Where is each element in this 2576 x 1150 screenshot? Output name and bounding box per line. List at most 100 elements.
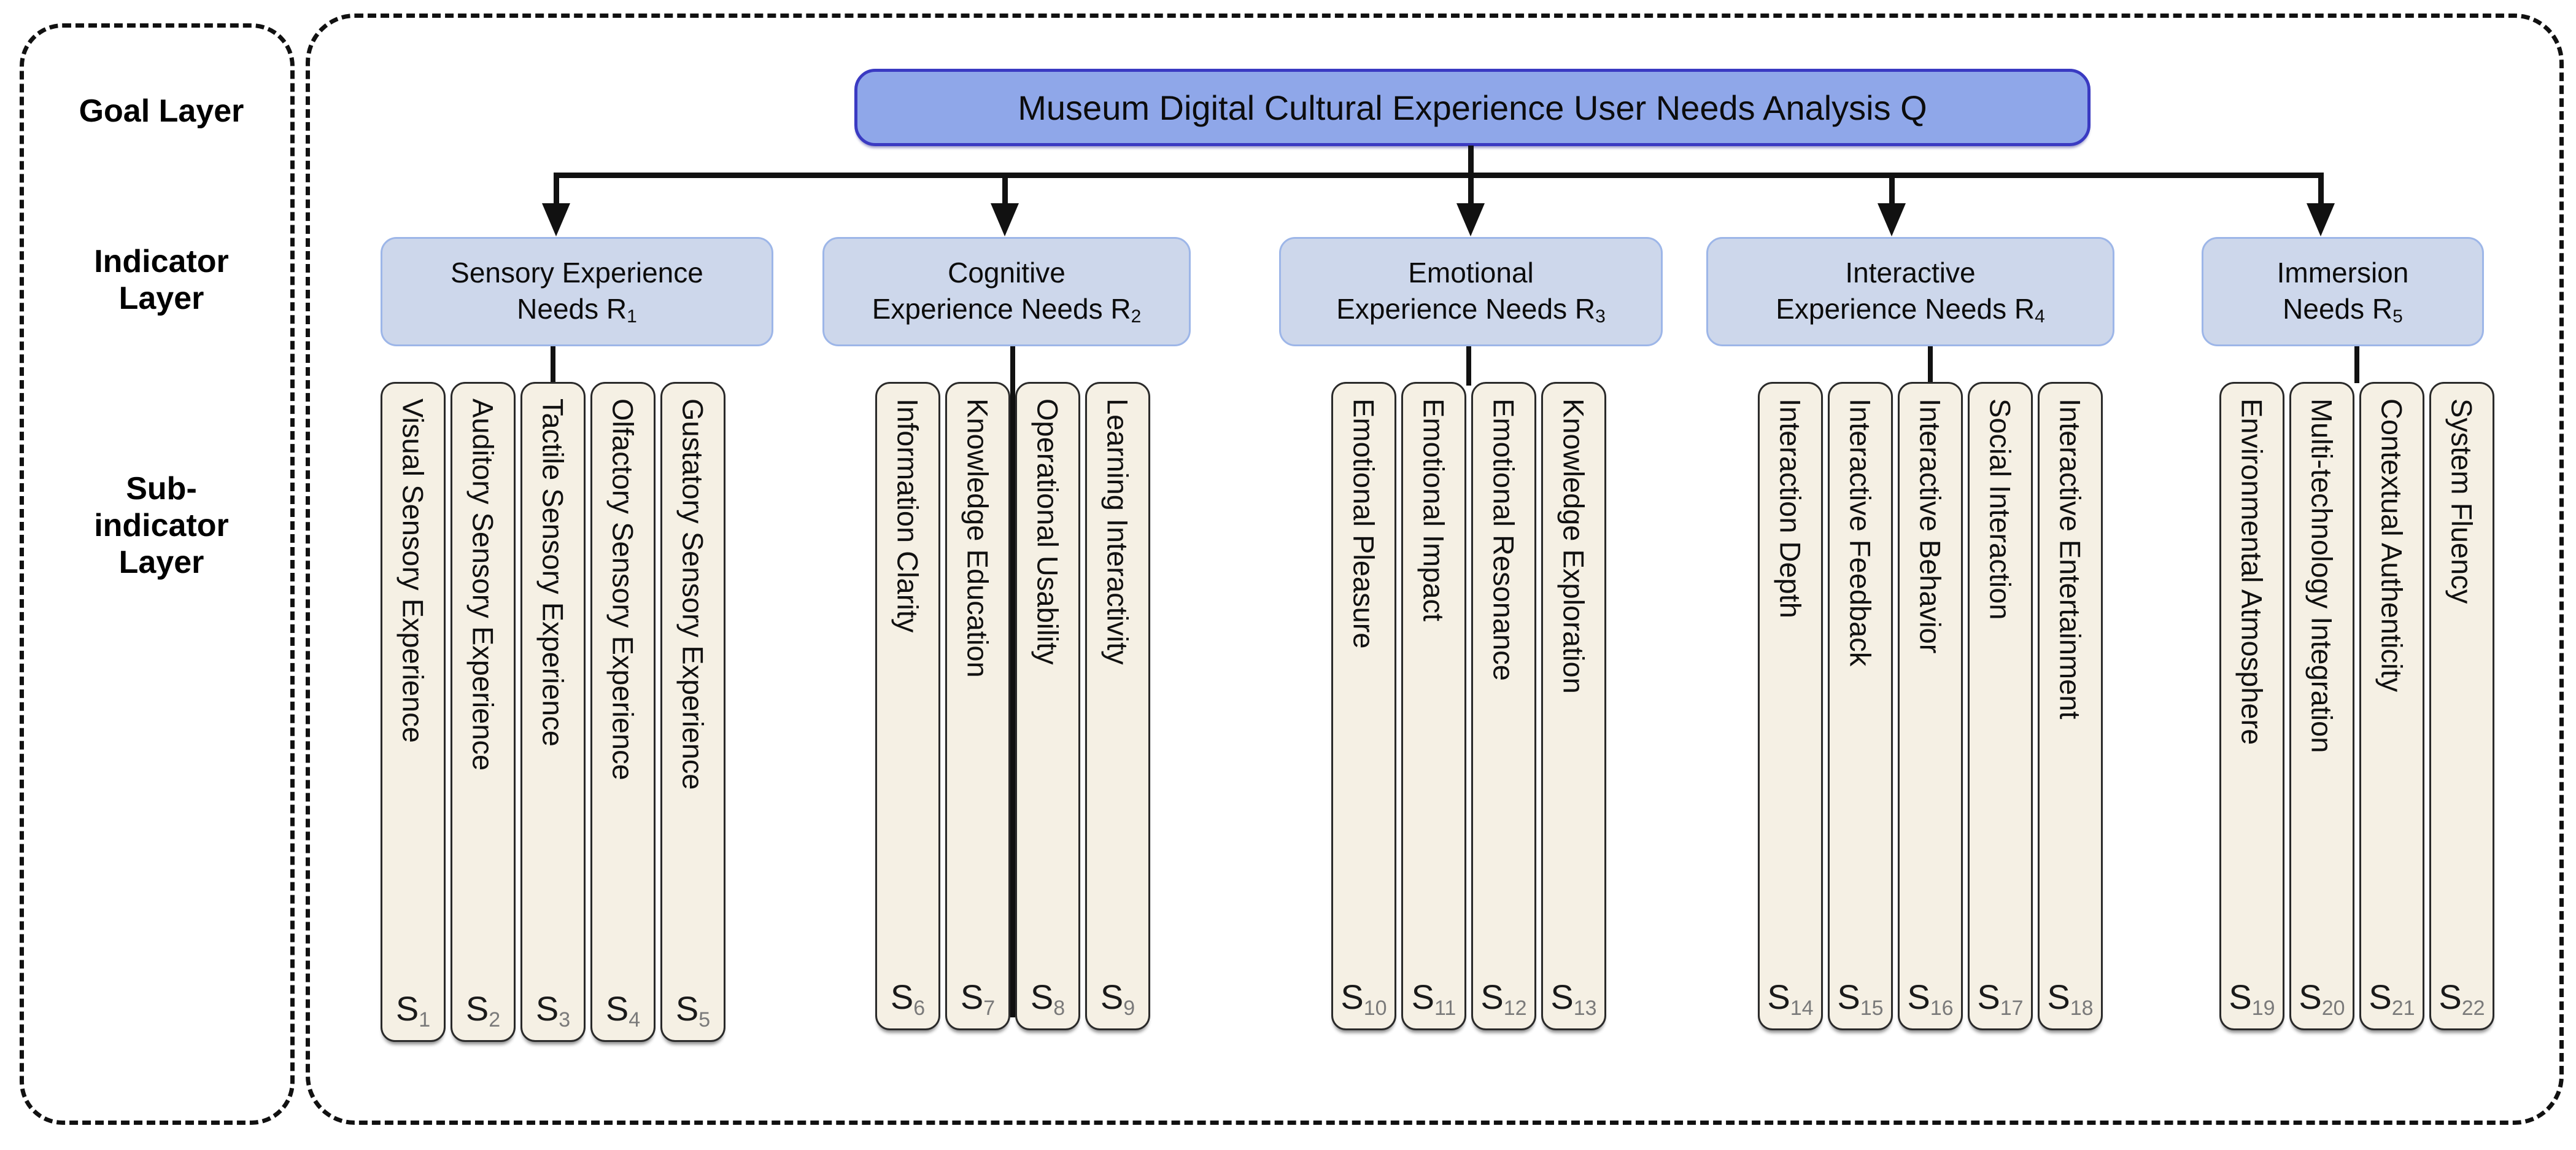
s-index: 15 — [1860, 997, 1884, 1020]
sub-indicator-code: S4 — [605, 989, 640, 1031]
indicator-r4-line2-text: Experience Needs R — [1776, 292, 2035, 325]
sub-indicator-layer-label: Sub- indicator Layer — [24, 471, 299, 581]
sub-indicator-box-s15: Interactive Feedback S15 — [1828, 382, 1893, 1030]
s-prefix: S — [535, 989, 559, 1028]
sub-indicator-label: Information Clarity — [891, 398, 924, 633]
indicator-box-r1: Sensory Experience Needs R1 — [381, 237, 773, 346]
s-prefix: S — [2229, 977, 2252, 1016]
sub-indicator-label: Interaction Depth — [1774, 398, 1807, 618]
sub-indicator-label: Tactile Sensory Experience — [536, 398, 570, 747]
sub-indicator-box-s17: Social Interaction S17 — [1968, 382, 2033, 1030]
sub-indicator-label: Multi-technology Integration — [2305, 398, 2338, 753]
sub-indicator-group-r5: Environmental Atmosphere S19 Multi-techn… — [2219, 382, 2494, 1030]
connector-drop-r2 — [1002, 173, 1008, 205]
sub-indicator-code: S8 — [1031, 980, 1065, 1019]
sub-indicator-box-s20: Multi-technology Integration S20 — [2289, 382, 2354, 1030]
connector-drop-r1 — [554, 173, 559, 205]
sub-indicator-label: Environmental Atmosphere — [2235, 398, 2269, 745]
indicator-r4-line1: Interactive — [1845, 256, 1976, 289]
s-prefix: S — [1030, 977, 1054, 1016]
sub-indicator-box-s3: Tactile Sensory Experience S3 — [520, 382, 586, 1042]
sub-indicator-code: S12 — [1480, 980, 1526, 1019]
s-prefix: S — [1977, 977, 2000, 1016]
s-index: 10 — [1363, 997, 1387, 1020]
sub-indicator-label: Knowledge Exploration — [1557, 398, 1590, 694]
s-index: 12 — [1503, 997, 1527, 1020]
sub-indicator-box-s14: Interaction Depth S14 — [1758, 382, 1823, 1030]
sub-indicator-box-s1: Visual Sensory Experience S1 — [381, 382, 446, 1042]
s-index: 13 — [1573, 997, 1597, 1020]
arrow-down-icon — [991, 203, 1019, 236]
s-prefix: S — [1411, 977, 1435, 1016]
connector-stub-g2 — [1010, 345, 1015, 1017]
indicator-r1-line1: Sensory Experience — [451, 256, 703, 289]
indicator-r5-line2-text: Needs R — [2283, 292, 2393, 325]
sub-indicator-box-s5: Gustatory Sensory Experience S5 — [660, 382, 725, 1042]
sub-indicator-label: Gustatory Sensory Experience — [676, 398, 710, 790]
s-prefix: S — [2299, 977, 2322, 1016]
s-index: 2 — [489, 1008, 501, 1032]
s-prefix: S — [605, 989, 629, 1028]
indicator-box-r2: Cognitive Experience Needs R2 — [822, 237, 1191, 346]
sub-indicator-code: S11 — [1412, 980, 1456, 1019]
layer-legend-panel: Goal Layer Indicator Layer Sub- indicato… — [20, 23, 295, 1125]
indicator-box-r4: Interactive Experience Needs R4 — [1706, 237, 2114, 346]
s-index: 8 — [1053, 997, 1066, 1020]
s-index: 5 — [698, 1008, 711, 1032]
s-prefix: S — [1837, 977, 1860, 1016]
indicator-r3-line2: Experience Needs R3 — [1336, 291, 1606, 328]
sub-indicator-box-s16: Interactive Behavior S16 — [1898, 382, 1963, 1030]
indicator-r2-line2-text: Experience Needs R — [872, 292, 1131, 325]
sub-indicator-box-s13: Knowledge Exploration S13 — [1541, 382, 1606, 1030]
sub-indicator-label: Contextual Authenticity — [2375, 398, 2408, 693]
indicator-r3-line2-text: Experience Needs R — [1336, 292, 1596, 325]
sub-indicator-label: Operational Usability — [1031, 398, 1064, 665]
s-index: 14 — [1790, 997, 1814, 1020]
indicator-box-r5: Immersion Needs R5 — [2202, 237, 2484, 346]
s-index: 7 — [983, 997, 996, 1020]
connector-drop-r5 — [2318, 173, 2324, 205]
s-index: 3 — [559, 1008, 571, 1032]
sub-indicator-box-s18: Interactive Entertainment S18 — [2038, 382, 2103, 1030]
sub-indicator-label: Social Interaction — [1984, 398, 2017, 620]
connector-drop-r3 — [1468, 173, 1474, 205]
hierarchy-panel — [306, 14, 2564, 1125]
sub-indicator-box-s4: Olfactory Sensory Experience S4 — [590, 382, 656, 1042]
goal-node-title: Museum Digital Cultural Experience User … — [1018, 88, 1927, 127]
sub-indicator-box-s12: Emotional Resonance S12 — [1471, 382, 1536, 1030]
sub-indicator-layer-label-line: indicator — [94, 507, 229, 543]
sub-indicator-box-s8: Operational Usability S8 — [1015, 382, 1080, 1030]
sub-indicator-box-s11: Emotional Impact S11 — [1401, 382, 1466, 1030]
s-prefix: S — [2439, 977, 2462, 1016]
sub-indicator-label: Emotional Resonance — [1487, 398, 1520, 681]
s-index: 21 — [2391, 997, 2415, 1020]
s-index: 16 — [1930, 997, 1954, 1020]
sub-indicator-layer-label-line: Sub- — [126, 471, 197, 507]
indicator-r4-line2: Experience Needs R4 — [1776, 291, 2045, 328]
sub-indicator-box-s6: Information Clarity S6 — [875, 382, 940, 1030]
indicator-layer-label: Indicator Layer — [24, 244, 299, 317]
sub-indicator-code: S15 — [1837, 980, 1883, 1019]
sub-indicator-label: Visual Sensory Experience — [396, 398, 430, 743]
indicator-r4-subscript: 4 — [2035, 306, 2045, 327]
s-index: 22 — [2461, 997, 2485, 1020]
sub-indicator-label: System Fluency — [2445, 398, 2478, 604]
sub-indicator-code: S20 — [2299, 980, 2345, 1019]
sub-indicator-label: Auditory Sensory Experience — [466, 398, 500, 771]
s-index: 1 — [419, 1008, 431, 1032]
indicator-r3-line1: Emotional — [1408, 256, 1534, 289]
connector-stub-g4 — [1928, 345, 1933, 384]
indicator-layer-label-line: Layer — [118, 280, 204, 316]
s-prefix: S — [1907, 977, 1930, 1016]
s-prefix: S — [1480, 977, 1504, 1016]
connector-goal-stub — [1468, 146, 1474, 176]
sub-indicator-code: S19 — [2229, 980, 2275, 1019]
s-index: 9 — [1123, 997, 1135, 1020]
indicator-box-r3: Emotional Experience Needs R3 — [1279, 237, 1663, 346]
s-prefix: S — [2047, 977, 2070, 1016]
sub-indicator-code: S13 — [1550, 980, 1596, 1019]
sub-indicator-code: S5 — [676, 992, 711, 1032]
indicator-layer-label-line: Indicator — [94, 244, 229, 279]
sub-indicator-code: S9 — [1100, 980, 1135, 1019]
